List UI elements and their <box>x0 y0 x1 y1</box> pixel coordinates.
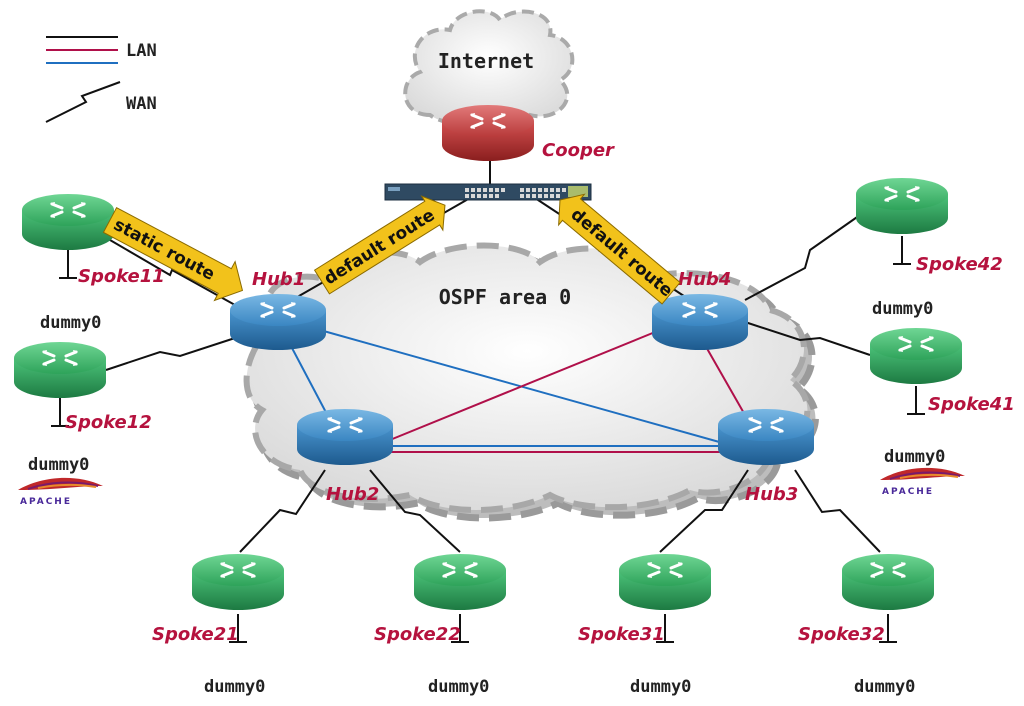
wan-spoke41-hub4 <box>744 321 871 356</box>
legend-wan-line <box>45 81 121 123</box>
router-icon <box>619 554 711 610</box>
router-hub1: Hub1 <box>230 269 326 350</box>
ground-icon <box>892 235 912 265</box>
router-icon <box>230 294 326 350</box>
label-hub3: Hub3 <box>745 484 798 505</box>
dummy-spoke32: dummy0 <box>854 677 915 697</box>
router-hub3: Hub3 <box>718 409 814 505</box>
wan-spoke32-hub3 <box>794 469 881 553</box>
router-icon <box>192 554 284 610</box>
router-cooper: Cooper <box>442 105 615 161</box>
switch-icon <box>384 183 592 201</box>
internet-label: Internet <box>438 49 534 73</box>
label-spoke11: Spoke11 <box>78 266 165 287</box>
wan-spoke31-hub3 <box>659 469 749 553</box>
wan-spoke22-hub2 <box>369 469 461 553</box>
router-icon <box>870 328 962 384</box>
label-spoke21: Spoke21 <box>152 624 239 645</box>
router-icon <box>14 342 106 398</box>
label-hub1: Hub1 <box>252 269 305 290</box>
dummy-spoke42: dummy0 <box>872 299 933 319</box>
apache-feather-icon <box>17 476 104 508</box>
legend: LAN WAN <box>45 36 157 123</box>
wan-spoke12-hub1 <box>105 337 236 371</box>
links <box>105 160 881 553</box>
router-spoke32: Spoke32 dummy0 <box>798 554 934 697</box>
dummy-spoke22: dummy0 <box>428 677 489 697</box>
dummy-spoke12: dummy0 <box>28 455 89 475</box>
router-icon <box>856 178 948 234</box>
router-icon <box>414 554 506 610</box>
label-spoke41: Spoke41 <box>928 394 1015 415</box>
dummy-spoke21: dummy0 <box>204 677 265 697</box>
label-spoke31: Spoke31 <box>578 624 665 645</box>
label-spoke42: Spoke42 <box>916 254 1003 275</box>
dummy-spoke41: dummy0 <box>884 447 945 467</box>
router-spoke42: Spoke42 dummy0 <box>856 178 1003 319</box>
router-icon <box>22 194 114 250</box>
router-spoke22: Spoke22 dummy0 <box>374 554 506 697</box>
router-hub2: Hub2 <box>297 409 393 505</box>
router-spoke12: Spoke12 dummy0 <box>14 342 152 508</box>
router-spoke41: Spoke41 dummy0 <box>870 328 1015 498</box>
dummy-spoke11: dummy0 <box>40 313 101 333</box>
legend-wan-label: WAN <box>126 94 157 114</box>
link-hub1-hub3 <box>319 329 731 446</box>
ground-icon <box>906 385 926 415</box>
label-hub4: Hub4 <box>678 269 731 290</box>
label-cooper: Cooper <box>542 140 615 161</box>
router-spoke11: Spoke11 dummy0 <box>22 194 165 333</box>
ground-icon <box>58 249 78 279</box>
apache-feather-icon <box>879 466 966 498</box>
label-hub2: Hub2 <box>326 484 379 505</box>
link-hub4-hub3 <box>704 344 746 416</box>
label-spoke22: Spoke22 <box>374 624 461 645</box>
wan-spoke21-hub2 <box>239 469 326 553</box>
dummy-spoke31: dummy0 <box>630 677 691 697</box>
router-icon <box>652 294 748 350</box>
wan-spoke42-hub4 <box>744 214 861 301</box>
arrow-static-route: static route <box>102 206 244 302</box>
router-spoke31: Spoke31 dummy0 <box>578 554 711 697</box>
link-hub2-hub4 <box>384 329 661 443</box>
label-spoke12: Spoke12 <box>65 412 152 433</box>
router-icon <box>297 409 393 465</box>
label-spoke32: Spoke32 <box>798 624 885 645</box>
router-icon <box>842 554 934 610</box>
wan-spoke11-hub1 <box>109 239 236 306</box>
router-hub4: Hub4 <box>652 269 748 350</box>
link-hub1-hub2 <box>291 347 331 421</box>
router-spoke21: Spoke21 dummy0 <box>152 554 284 697</box>
router-icon <box>442 105 534 161</box>
legend-lan-label: LAN <box>126 41 157 61</box>
ospf-label: OSPF area 0 <box>439 285 571 309</box>
router-icon <box>718 409 814 465</box>
